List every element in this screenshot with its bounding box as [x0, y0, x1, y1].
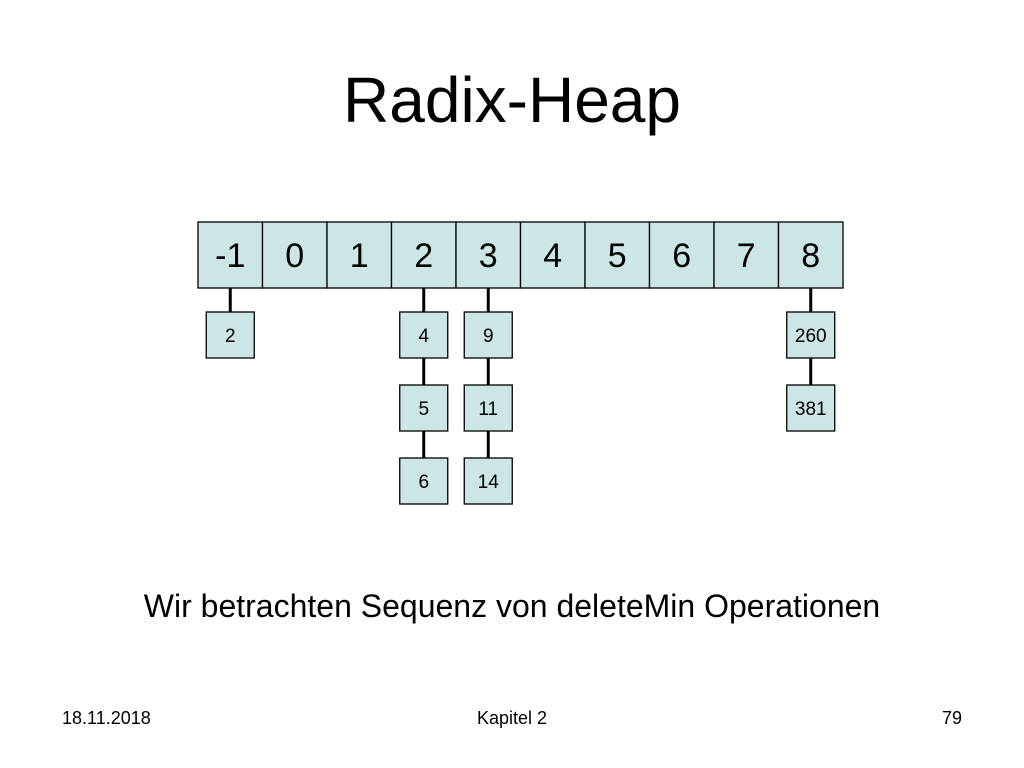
bucket-item-value: 6: [418, 472, 429, 493]
slide-subtitle: Wir betrachten Sequenz von deleteMin Ope…: [143, 588, 881, 624]
bucket-label: 3: [479, 237, 498, 275]
bucket-label: 0: [285, 237, 304, 275]
bucket-item: [463, 384, 513, 432]
bucket-item-value: 9: [483, 326, 494, 347]
footer-chapter: Kapitel 2: [476, 708, 548, 728]
bucket-cell: [519, 221, 586, 289]
bucket-item: [399, 457, 449, 505]
bucket-label: 6: [672, 237, 691, 275]
slide-title: Radix-Heap: [343, 64, 681, 136]
bucket-item-value: 381: [795, 399, 827, 420]
bucket-item-value: 11: [478, 399, 498, 420]
bucket-label: 7: [737, 237, 756, 275]
bucket-cell: [648, 221, 715, 289]
bucket-label: 5: [608, 237, 627, 275]
bucket-item: [463, 311, 513, 359]
bucket-item-value: 5: [418, 399, 429, 420]
bucket-cell: [261, 221, 328, 289]
bucket-item: [205, 311, 255, 359]
bucket-cell: [713, 221, 780, 289]
bucket-item: [786, 384, 836, 432]
footer-date: 18.11.2018: [62, 708, 151, 728]
bucket-item-value: 14: [478, 472, 500, 493]
bucket-item-value: 260: [795, 326, 827, 347]
bucket-cell: [197, 221, 264, 289]
bucket-item-value: 2: [225, 326, 236, 347]
bucket-cell: [584, 221, 651, 289]
bucket-item: [399, 384, 449, 432]
bucket-label: 2: [414, 237, 433, 275]
bucket-label: 4: [543, 237, 562, 275]
bucket-item: [463, 457, 513, 505]
footer-page-number: 79: [941, 708, 962, 728]
bucket-item: [399, 311, 449, 359]
bucket-label: 8: [801, 237, 820, 275]
bucket-item-value: 4: [418, 326, 429, 347]
bucket-label: 1: [350, 237, 369, 275]
bucket-label: -1: [215, 237, 245, 275]
bucket-cell: [326, 221, 393, 289]
